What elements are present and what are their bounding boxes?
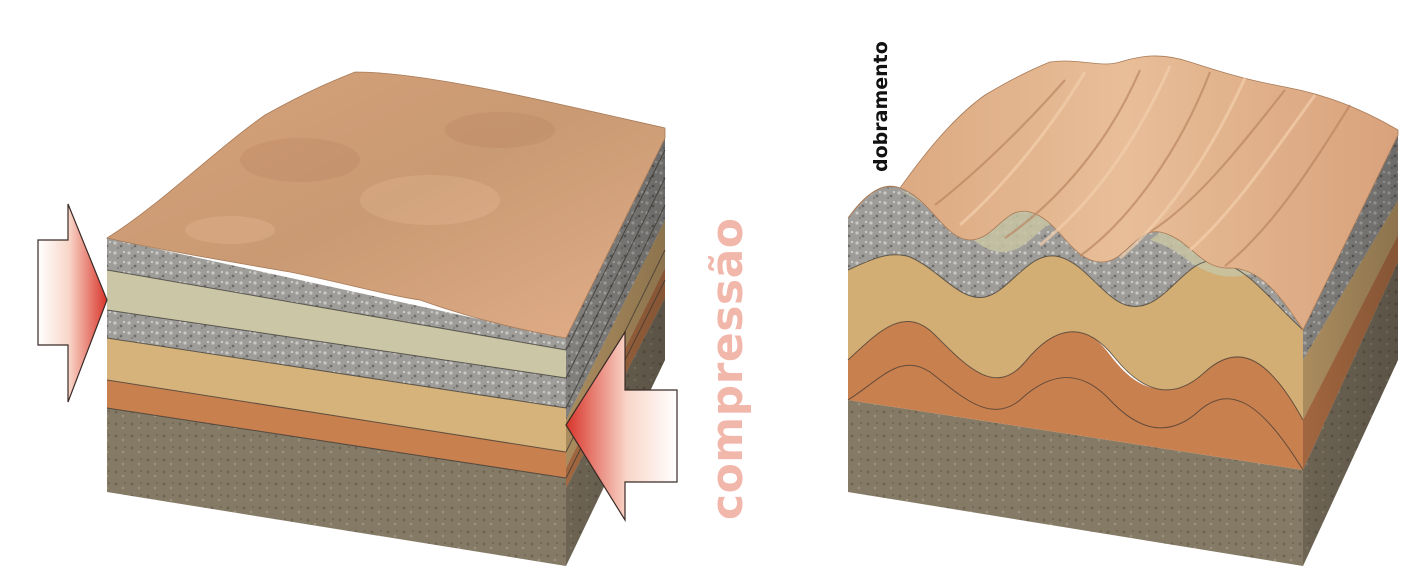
right-block-surface xyxy=(847,55,1399,331)
compression-label: compressão xyxy=(702,217,753,521)
right-block-side-face xyxy=(1303,135,1398,566)
right-block xyxy=(847,55,1399,566)
left-block-front-face xyxy=(106,149,666,566)
folding-label: dobramento xyxy=(870,41,892,172)
left-block xyxy=(105,71,666,566)
left-compression-arrow xyxy=(37,203,108,403)
left-block-surface xyxy=(105,71,666,339)
right-compression-arrow xyxy=(565,329,678,523)
left-block-surface-texture xyxy=(185,112,555,244)
